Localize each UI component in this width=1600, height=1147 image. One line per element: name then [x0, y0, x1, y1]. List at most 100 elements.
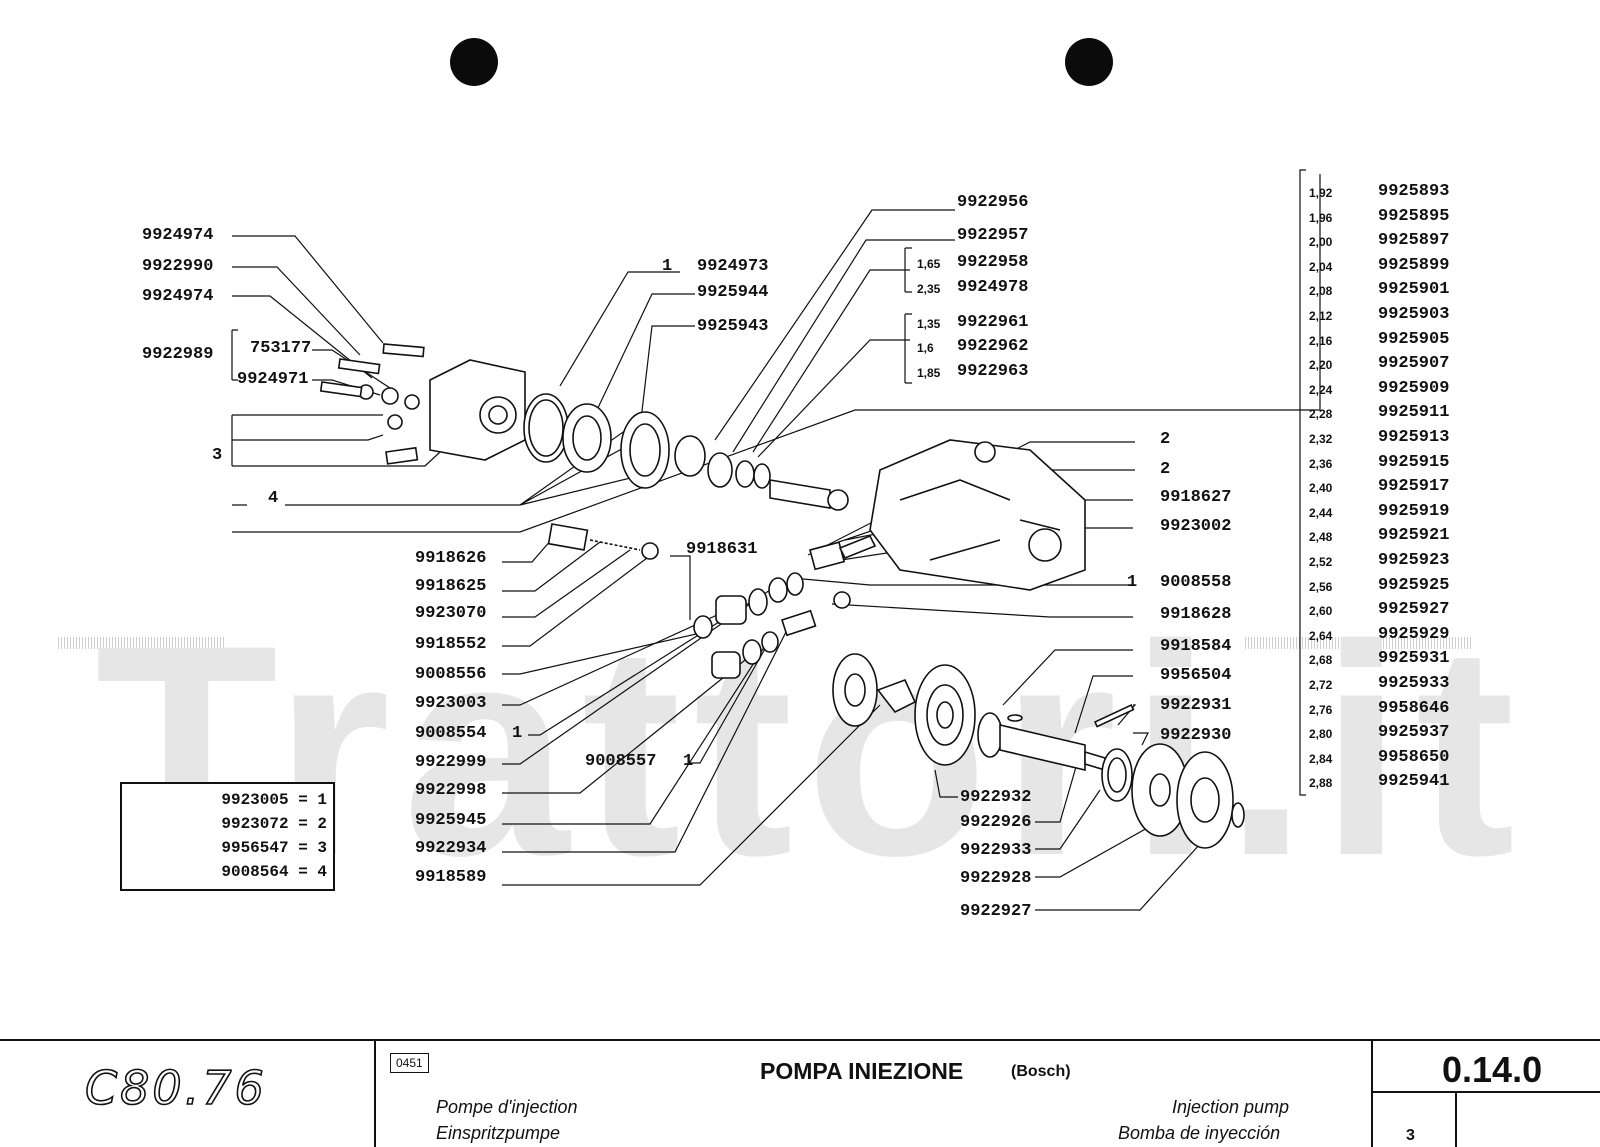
- shim-size: 2,88: [1309, 776, 1333, 790]
- shim-part-number: 9925919: [1378, 502, 1450, 521]
- callout-ref-4: 4: [268, 489, 279, 508]
- callout-9922999: 9922999: [415, 753, 487, 772]
- size-1-85: 1,85: [917, 366, 941, 380]
- tool-kit-row: 9923072 = 2: [221, 815, 327, 833]
- document-number: 0.14.0: [1442, 1049, 1543, 1090]
- shim-size: 2,64: [1309, 629, 1333, 643]
- callout-9922956: 9922956: [957, 193, 1029, 212]
- tool-kit-row: 9956547 = 3: [221, 839, 327, 857]
- callout-9924974-a: 9924974: [142, 226, 214, 245]
- callout-9918626: 9918626: [415, 549, 487, 568]
- callout-9924971: 9924971: [237, 370, 309, 389]
- size-1-6: 1,6: [917, 341, 934, 355]
- watermark-strip-left: [58, 637, 226, 649]
- shim-size: 2,24: [1309, 383, 1333, 397]
- callout-9918552: 9918552: [415, 635, 487, 654]
- model-logo: C80.76: [84, 1060, 267, 1116]
- callout-9922998: 9922998: [415, 781, 487, 800]
- shim-part-number: 9925941: [1378, 772, 1450, 791]
- callout-9923070: 9923070: [415, 604, 487, 623]
- shim-part-number: 9925909: [1378, 379, 1450, 398]
- shim-part-number: 9925927: [1378, 600, 1450, 619]
- callout-9008557: 9008557: [585, 752, 657, 771]
- callout-9923002: 9923002: [1160, 517, 1232, 536]
- callout-9922963: 9922963: [957, 362, 1029, 381]
- shim-part-number: 9925907: [1378, 354, 1450, 373]
- callout-9008557-qty: 1: [683, 752, 694, 771]
- shim-size: 2,68: [1309, 653, 1333, 667]
- divider: [1372, 1091, 1600, 1093]
- shim-size: 2,48: [1309, 530, 1333, 544]
- shim-size: 2,20: [1309, 358, 1333, 372]
- shim-part-number: 9925897: [1378, 231, 1450, 250]
- callout-9008554: 9008554: [415, 724, 487, 743]
- shim-part-number: 9925931: [1378, 649, 1450, 668]
- shim-part-number: 9925913: [1378, 428, 1450, 447]
- shim-part-number: 9925911: [1378, 403, 1450, 422]
- shim-part-number: 9925937: [1378, 723, 1450, 742]
- size-1-65: 1,65: [917, 257, 941, 271]
- shim-part-number: 9925893: [1378, 182, 1450, 201]
- callout-ref-2-a: 2: [1160, 430, 1171, 449]
- shim-size: 2,12: [1309, 309, 1333, 323]
- shim-size: 2,40: [1309, 481, 1333, 495]
- divider: [1371, 1041, 1373, 1147]
- shim-size: 2,52: [1309, 555, 1333, 569]
- callout-9956504: 9956504: [1160, 666, 1232, 685]
- callout-9922932: 9922932: [960, 788, 1032, 807]
- callout-9922930: 9922930: [1160, 726, 1232, 745]
- callout-9922957: 9922957: [957, 226, 1029, 245]
- shim-part-number: 9925895: [1378, 207, 1450, 226]
- shim-part-number: 9925905: [1378, 330, 1450, 349]
- callout-9922927: 9922927: [960, 902, 1032, 921]
- callout-9922961: 9922961: [957, 313, 1029, 332]
- tool-kit-legend: 9923005 = 1 9923072 = 2 9956547 = 3 9008…: [120, 782, 335, 891]
- callout-9922934: 9922934: [415, 839, 487, 858]
- title-en: Injection pump: [1172, 1097, 1290, 1117]
- shim-size: 2,76: [1309, 703, 1333, 717]
- title-es: Bomba de inyección: [1118, 1123, 1281, 1143]
- callout-9918631: 9918631: [686, 540, 758, 559]
- shim-size: 2,00: [1309, 235, 1333, 249]
- callout-9925944: 9925944: [697, 283, 769, 302]
- callout-9008556: 9008556: [415, 665, 487, 684]
- shim-size: 2,04: [1309, 260, 1333, 274]
- callout-9923003: 9923003: [415, 694, 487, 713]
- shim-part-number: 9925925: [1378, 576, 1450, 595]
- shim-size: 1,92: [1309, 186, 1333, 200]
- callout-9918584: 9918584: [1160, 637, 1232, 656]
- shim-part-number: 9958646: [1378, 699, 1450, 718]
- shim-size: 2,84: [1309, 752, 1333, 766]
- size-2-35: 2,35: [917, 282, 941, 296]
- shim-size: 1,96: [1309, 211, 1333, 225]
- shim-size: 2,56: [1309, 580, 1333, 594]
- title-block: C80.76 0451 POMPA INIEZIONE (Bosch) Pomp…: [0, 1039, 1600, 1147]
- binder-hole-right: [1065, 38, 1113, 86]
- callout-9918628: 9918628: [1160, 605, 1232, 624]
- tool-kit-row: 9008564 = 4: [221, 863, 327, 881]
- title-de: Einspritzpumpe: [436, 1123, 561, 1143]
- shim-part-number: 9925929: [1378, 625, 1450, 644]
- shim-size: 2,28: [1309, 407, 1333, 421]
- callout-9922933: 9922933: [960, 841, 1032, 860]
- shim-size: 2,32: [1309, 432, 1333, 446]
- shim-part-number: 9925923: [1378, 551, 1450, 570]
- shim-size: 2,16: [1309, 334, 1333, 348]
- callout-9918627: 9918627: [1160, 488, 1232, 507]
- callout-9925945: 9925945: [415, 811, 487, 830]
- shim-part-number: 9925901: [1378, 280, 1450, 299]
- callout-9925943: 9925943: [697, 317, 769, 336]
- callout-9922926: 9922926: [960, 813, 1032, 832]
- callout-9922989: 9922989: [142, 345, 214, 364]
- shim-part-number: 9925915: [1378, 453, 1450, 472]
- callout-9008558-qty: 1: [1127, 573, 1138, 592]
- callout-9918625: 9918625: [415, 577, 487, 596]
- callout-9008554-qty: 1: [512, 724, 523, 743]
- shim-part-number: 9925917: [1378, 477, 1450, 496]
- callout-9924974-b: 9924974: [142, 287, 214, 306]
- callout-ref-2-b: 2: [1160, 460, 1171, 479]
- watermark-strip-right: [1245, 637, 1473, 649]
- callout-9922928: 9922928: [960, 869, 1032, 888]
- callout-ref-3: 3: [212, 446, 223, 465]
